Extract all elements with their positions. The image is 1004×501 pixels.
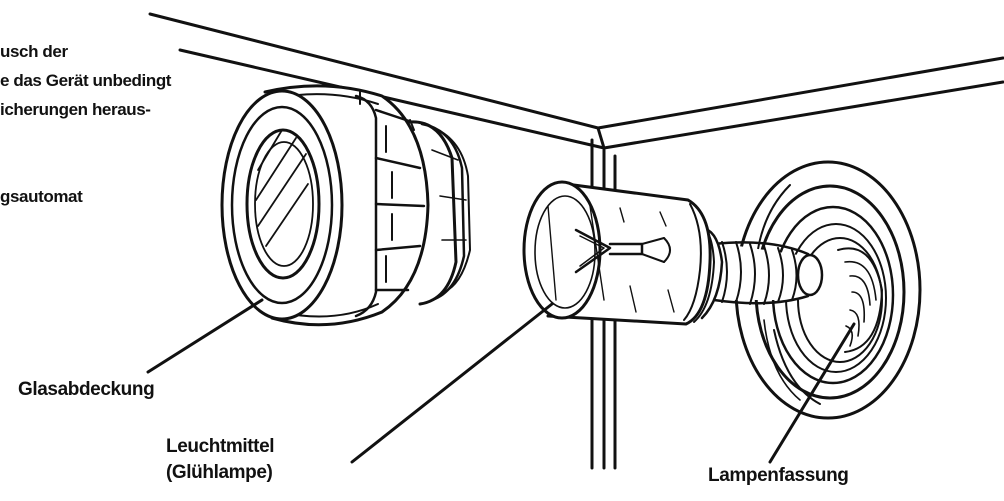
leader-socket bbox=[768, 322, 856, 464]
label-socket: Lampenfassung bbox=[708, 465, 849, 486]
label-bulb-line1: Leuchtmittel bbox=[166, 436, 275, 457]
label-bulb-line2: (Glühlampe) bbox=[166, 462, 273, 483]
label-glass-cover: Glasabdeckung bbox=[18, 379, 155, 400]
leader-bulb bbox=[350, 302, 554, 464]
instruction-line-3: icherungen heraus- bbox=[0, 100, 151, 119]
leader-glass-cover bbox=[146, 298, 264, 374]
leader-lines bbox=[146, 298, 856, 464]
instruction-line-1: usch der bbox=[0, 42, 68, 61]
instruction-line-2: e das Gerät unbedingt bbox=[0, 71, 172, 90]
glass-cover bbox=[220, 84, 471, 327]
bulb-glass bbox=[522, 180, 712, 326]
instruction-line-5: gsautomat bbox=[0, 187, 83, 206]
